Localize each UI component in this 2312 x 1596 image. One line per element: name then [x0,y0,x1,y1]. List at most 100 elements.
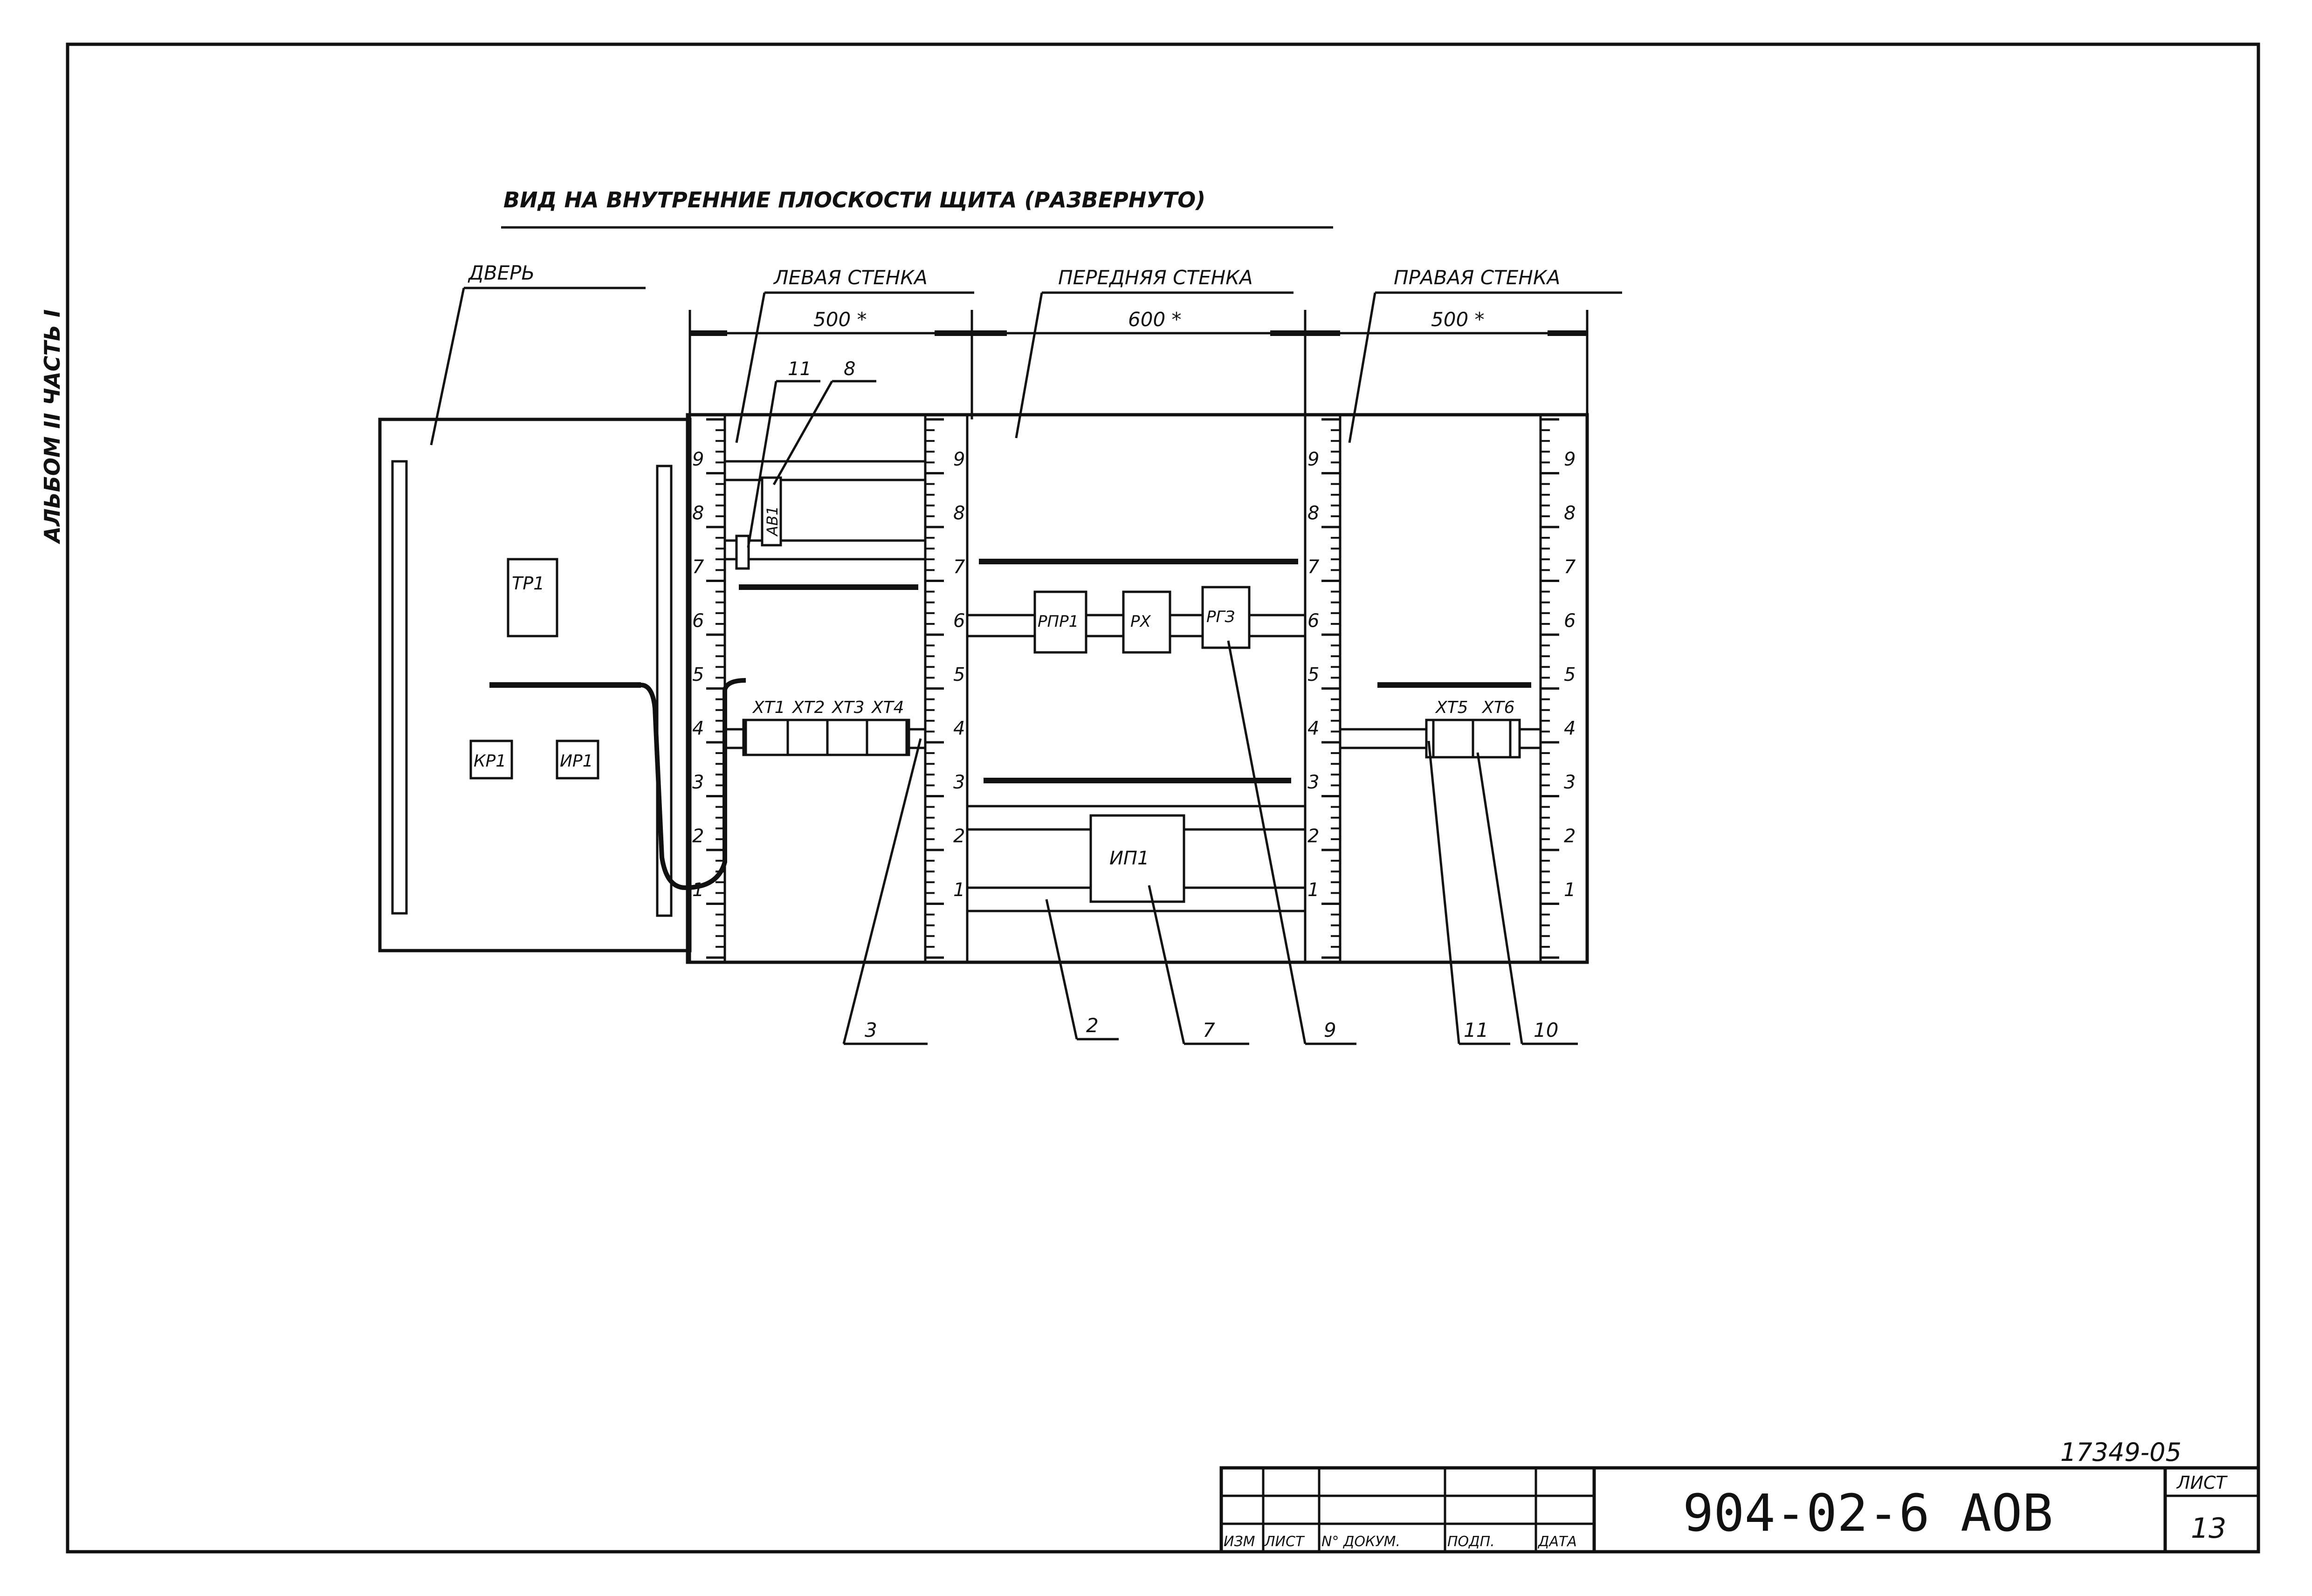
callout-11-bottom: 11 [1464,1019,1488,1041]
device-tr1-box [507,558,558,637]
device-av1: АВ1 [764,506,781,537]
device-rg3: РГЗ [1206,608,1235,626]
stamp-col-list: ЛИСТ [1264,1534,1305,1550]
device-rpr1: РПР1 [1038,612,1079,631]
dimension-chain [688,310,1589,419]
callout-11-top-leader [747,381,778,548]
scale-number: 4 [1307,718,1319,740]
scale-number: 4 [692,718,704,740]
device-rx: РХ [1130,612,1151,631]
left-wall-leader [735,292,766,443]
title-block [1219,1466,2260,1554]
drawing-title: ВИД НА ВНУТРЕННИЕ ПЛОСКОСТИ ЩИТА (РАЗВЕР… [503,187,1205,212]
small-device-box [735,534,750,570]
scale-number: 1 [692,879,704,901]
device-ir1: ИР1 [560,752,593,771]
callout-2-leader [1045,899,1078,1040]
stamp-designation: 904-02-6 АОВ [1683,1483,2053,1543]
scale-number: 9 [1307,449,1319,470]
scale-number: 6 [692,610,704,632]
callout-8-leader [772,380,833,486]
terminal-xt3: ХТ3 [831,698,865,717]
front-wall-label: ПЕРЕДНЯЯ СТЕНКА [1058,266,1253,289]
scale-number: 3 [1564,772,1576,793]
device-rg3-box [1201,586,1251,649]
scale-number: 4 [1564,718,1576,740]
door-leader [430,288,465,445]
callout-10-leader [1476,752,1523,1044]
scale-number: 6 [1564,610,1576,632]
scale-ticks [706,418,1559,959]
stamp-col-sign: ПОДП. [1447,1534,1495,1550]
archive-number: 17349-05 [2060,1438,2181,1467]
callout-2: 2 [1086,1014,1099,1037]
scale-number: 6 [1307,610,1319,632]
scale-number: 9 [953,449,965,470]
device-tr1: ТР1 [512,573,544,594]
callout-9: 9 [1324,1019,1336,1041]
scale-number: 5 [953,664,965,685]
right-wall-label: ПРАВАЯ СТЕНКА [1394,266,1560,289]
callout-9-leader [1227,640,1307,1044]
door-hinge-bar-left [391,460,408,915]
device-kr1: КР1 [474,752,506,771]
stamp-col-date: ДАТА [1537,1534,1577,1550]
door-label: ДВЕРЬ [468,261,535,284]
callout-10: 10 [1534,1019,1558,1041]
scale-number: 7 [1307,556,1320,578]
callout-3-leader [842,738,922,1044]
scale-number: 2 [692,826,704,847]
stamp-sheet-label: ЛИСТ [2176,1473,2228,1493]
scale-number: 4 [953,718,965,740]
device-kr1-box [469,740,513,780]
scale-number: 3 [1307,772,1319,793]
terminal-xt5: ХТ5 [1435,698,1468,717]
door-hinge-bar-right [656,465,673,917]
dim-front: 600 * [1128,308,1182,331]
scale-number: 5 [692,664,704,685]
callout-8: 8 [844,358,855,380]
scale-number: 9 [1564,449,1576,470]
callout-7: 7 [1203,1019,1215,1041]
scale-number: 9 [692,449,704,470]
terminal-xt2: ХТ2 [791,698,825,717]
device-ip1-box [1089,814,1185,903]
scale-number: 1 [953,879,965,901]
callout-11-top: 11 [788,358,812,380]
left-wall-label: ЛЕВАЯ СТЕНКА [773,266,928,289]
dim-left: 500 * [813,308,867,331]
scale-number: 8 [953,503,965,524]
scale-number: 7 [953,556,965,578]
right-wall-leader [1348,292,1376,443]
scale-number: 8 [1564,503,1576,524]
sheet-frame [66,42,2260,1554]
scale-number: 2 [1307,826,1319,847]
device-rpr1-box [1033,590,1087,654]
scale-number: 7 [692,556,704,578]
callout-11-bottom-leader [1427,740,1460,1044]
scale-number: 1 [1307,879,1319,901]
terminal-xt1: ХТ1 [752,698,785,717]
terminal-block-left [742,719,910,756]
scale-number: 6 [953,610,965,632]
scale-number: 2 [953,826,965,847]
stamp-col-izm: ИЗМ [1224,1534,1255,1550]
device-ip1: ИП1 [1109,848,1149,869]
album-side-label: АЛЬБОМ II ЧАСТЬ I [40,309,65,544]
scale-number: 8 [692,503,704,524]
terminal-xt6: ХТ6 [1481,698,1515,717]
scale-number: 2 [1564,826,1576,847]
scale-number: 7 [1564,556,1576,578]
scale-number: 1 [1564,879,1576,901]
scale-number: 8 [1307,503,1319,524]
scale-number: 5 [1564,664,1576,685]
callout-3: 3 [865,1019,877,1041]
terminal-xt4: ХТ4 [871,698,904,717]
scale-number: 5 [1307,664,1319,685]
stamp-sheet-number: 13 [2191,1512,2226,1545]
callout-7-leader [1148,885,1185,1044]
device-av1-box [761,476,782,547]
device-ir1-box [556,740,599,780]
